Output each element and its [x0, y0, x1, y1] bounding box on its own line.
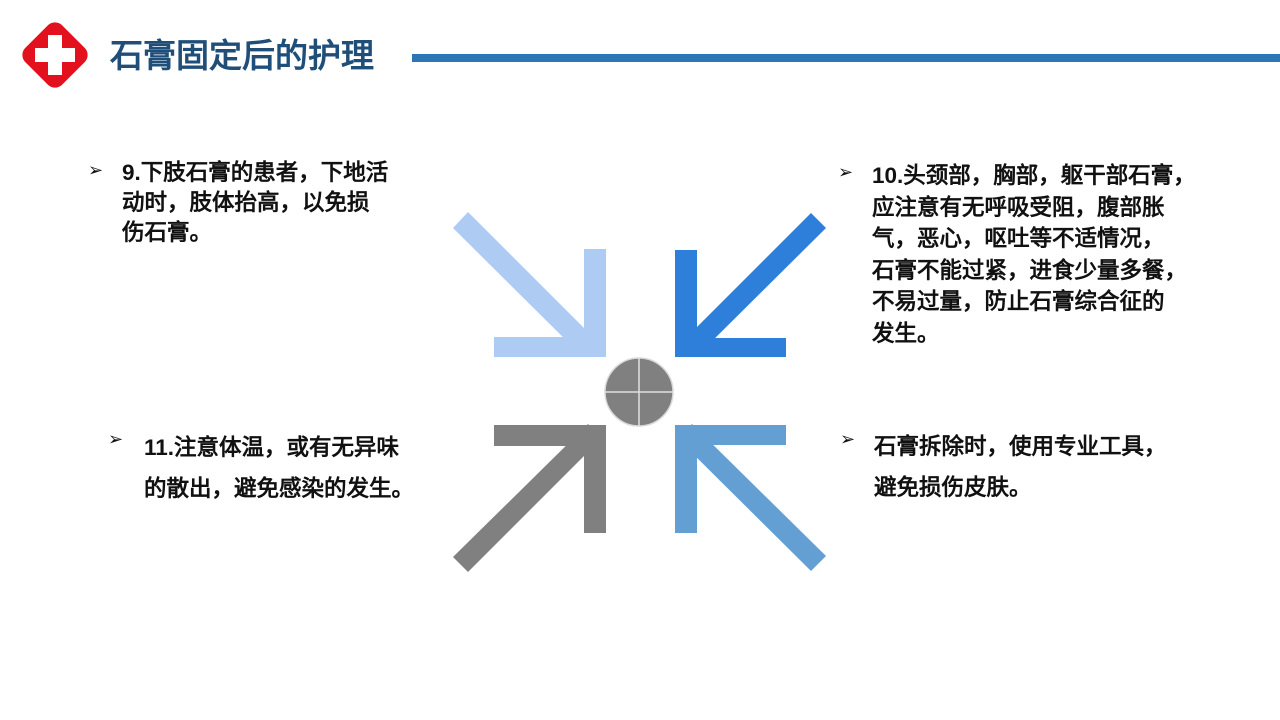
bullet-line: 头颈部，胸部，躯干部石膏，	[903, 163, 1196, 189]
arrowhead-bullet-icon: ➢	[838, 162, 854, 183]
arrowhead-bullet-icon: ➢	[840, 429, 856, 450]
bullet-line: 伤石膏。	[122, 220, 213, 246]
bullet-item-10: ➢ 10.头颈部，胸部，躯干部石膏， 应注意有无呼吸受阻，腹部胀 气，恶心，呕吐…	[838, 160, 1258, 350]
bullet-line: 石膏拆除时，使用专业工具，	[874, 434, 1167, 460]
bullet-text: 石膏拆除时，使用专业工具， 避免损伤皮肤。	[874, 427, 1167, 509]
page-title: 石膏固定后的护理	[110, 36, 374, 75]
arrow-top-left-icon	[453, 212, 606, 357]
arrow-bottom-left-icon	[453, 424, 606, 572]
arrowhead-bullet-icon: ➢	[88, 160, 104, 181]
bullet-text: 9.下肢石膏的患者，下地活 动时，肢体抬高，以免损 伤石膏。	[122, 158, 388, 248]
bullet-number: 11.	[144, 435, 175, 460]
bullet-text: 11.注意体温，或有无异味 的散出，避免感染的发生。	[144, 427, 414, 510]
bullet-item-9: ➢ 9.下肢石膏的患者，下地活 动时，肢体抬高，以免损 伤石膏。	[88, 158, 448, 248]
bullet-line: 应注意有无呼吸受阻，腹部胀	[872, 194, 1165, 221]
bullet-line: 发生。	[872, 320, 940, 347]
bullet-line: 不易过量，防止石膏综合征的	[872, 289, 1165, 315]
bullet-text: 10.头颈部，胸部，躯干部石膏， 应注意有无呼吸受阻，腹部胀 气，恶心，呕吐等不…	[872, 160, 1196, 350]
bullet-number: 9.	[122, 160, 141, 185]
arrow-top-right-icon	[675, 213, 826, 357]
title-underline-bar	[412, 54, 1280, 62]
bullet-line: 下肢石膏的患者，下地活	[140, 160, 389, 186]
bullet-line: 的散出，避免感染的发生。	[144, 476, 415, 502]
bullet-line: 石膏不能过紧，进食少量多餐，	[872, 257, 1188, 284]
bullet-item-11: ➢ 11.注意体温，或有无异味 的散出，避免感染的发生。	[108, 427, 468, 510]
red-cross-logo-icon	[22, 22, 88, 88]
arrowhead-bullet-icon: ➢	[108, 429, 124, 450]
bullet-number: 10.	[872, 163, 904, 188]
arrow-bottom-right-icon	[675, 424, 826, 571]
bullet-line: 动时，肢体抬高，以免损	[122, 190, 370, 216]
bullet-line: 避免损伤皮肤。	[874, 475, 1032, 501]
bullet-line: 气，恶心，呕吐等不适情况，	[872, 226, 1165, 252]
bullet-item-cast-removal: ➢ 石膏拆除时，使用专业工具， 避免损伤皮肤。	[840, 427, 1240, 509]
bullet-line: 注意体温，或有无异味	[174, 435, 400, 461]
center-circle-icon	[604, 357, 674, 427]
